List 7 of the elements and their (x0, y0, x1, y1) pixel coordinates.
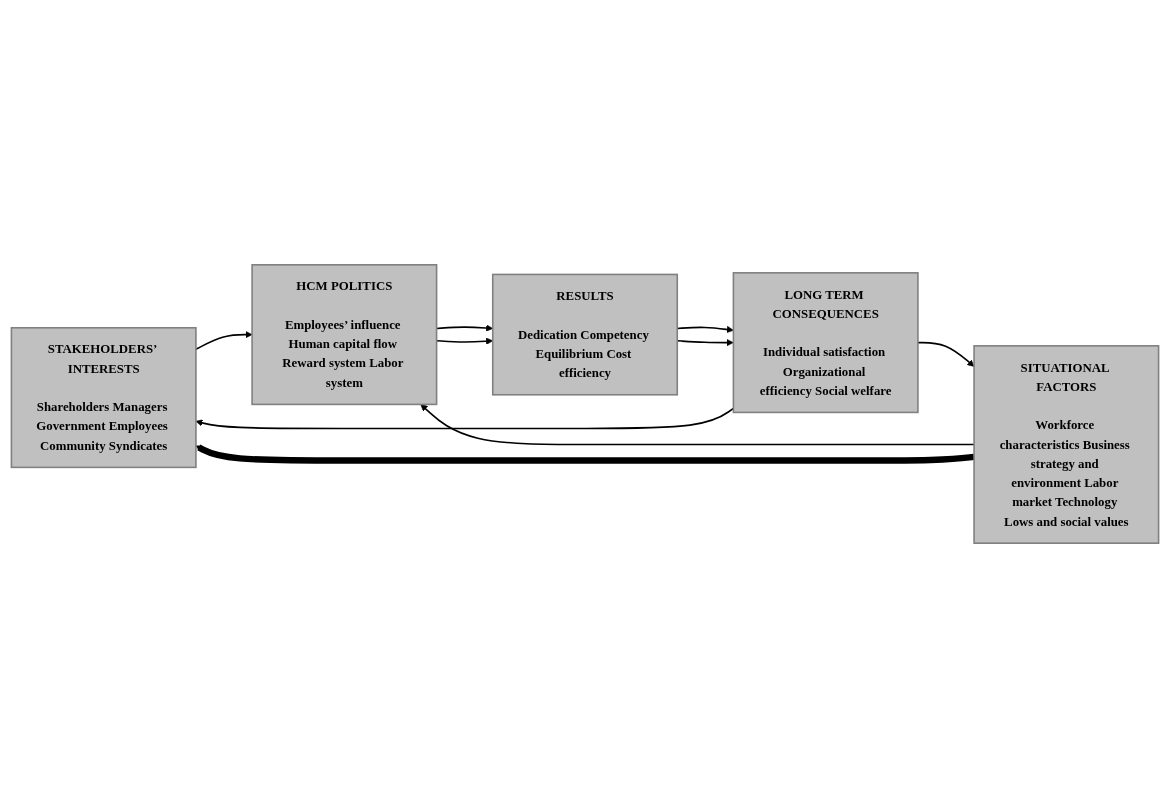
arrow (195, 407, 734, 429)
node-box: LONG TERM CONSEQUENCES Individual satisfaction Organizational efficiency Social welfare (732, 271, 919, 413)
node-box: SITUATIONAL FACTORS Workforce characteristics Business strategy and environment Labor market Technology Lows and social values (972, 344, 1159, 544)
node-box: STAKEHOLDERS’ INTERESTS Shareholders Managers Government Employees Community Syndicates (10, 326, 197, 468)
arrow (195, 444, 974, 464)
node-box: RESULTS Dedication Competency Equilibrium Cost efficiency (491, 273, 678, 396)
node-box: HCM POLITICS Employees’ influence Human capital flow Reward system Labor system (250, 263, 437, 405)
